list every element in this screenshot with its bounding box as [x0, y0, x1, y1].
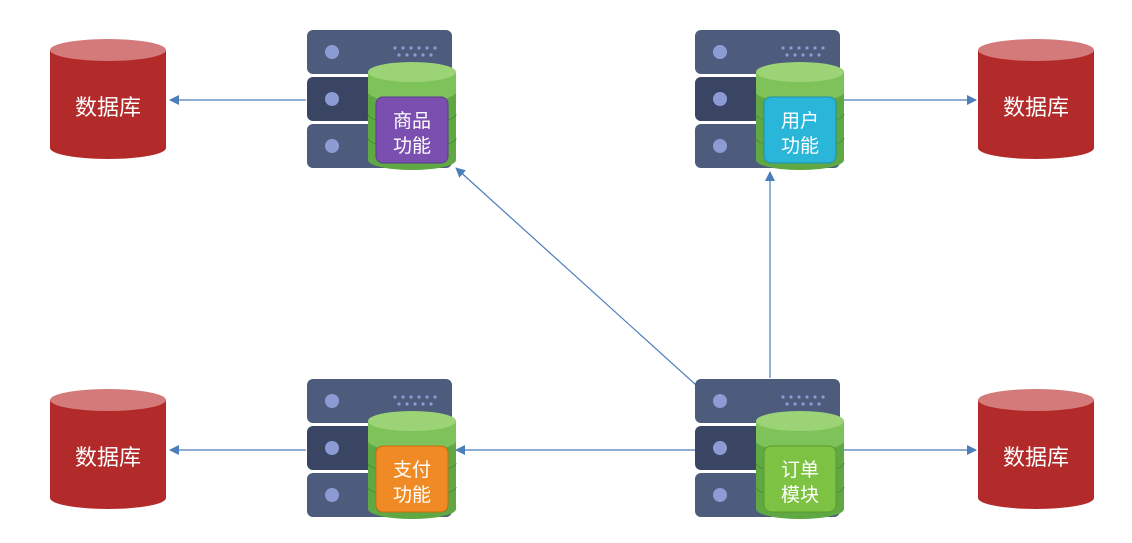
connections: [169, 95, 977, 455]
database-icon: [50, 389, 166, 509]
arrow-order-to-product: [455, 167, 697, 386]
service-payment: 支付 功能: [307, 379, 457, 519]
service-badge: [763, 445, 837, 513]
service-label-line2: 模块: [781, 484, 819, 506]
service-badge: [375, 96, 449, 164]
service-order: 订单 模块: [695, 379, 845, 519]
database-icon: [978, 39, 1094, 159]
database-icon: [978, 389, 1094, 509]
database-label: 数据库: [75, 96, 141, 121]
service-user: 用户 功能: [695, 30, 845, 170]
service-label-line2: 功能: [393, 135, 431, 157]
service-label-line1: 用户: [781, 110, 819, 132]
service-label-line2: 功能: [781, 135, 819, 157]
database-top-left: 数据库: [50, 39, 166, 159]
service-badge: [375, 445, 449, 513]
service-badge: [763, 96, 837, 164]
database-label: 数据库: [75, 446, 141, 471]
service-label-line1: 支付: [393, 459, 431, 481]
service-label-line1: 商品: [393, 110, 431, 132]
database-icon: [50, 39, 166, 159]
database-label: 数据库: [1003, 96, 1069, 121]
database-bottom-left: 数据库: [50, 389, 166, 509]
service-product: 商品 功能: [307, 30, 457, 170]
database-label: 数据库: [1003, 446, 1069, 471]
service-label-line1: 订单: [781, 459, 819, 481]
service-label-line2: 功能: [393, 484, 431, 506]
database-bottom-right: 数据库: [978, 389, 1094, 509]
database-top-right: 数据库: [978, 39, 1094, 159]
